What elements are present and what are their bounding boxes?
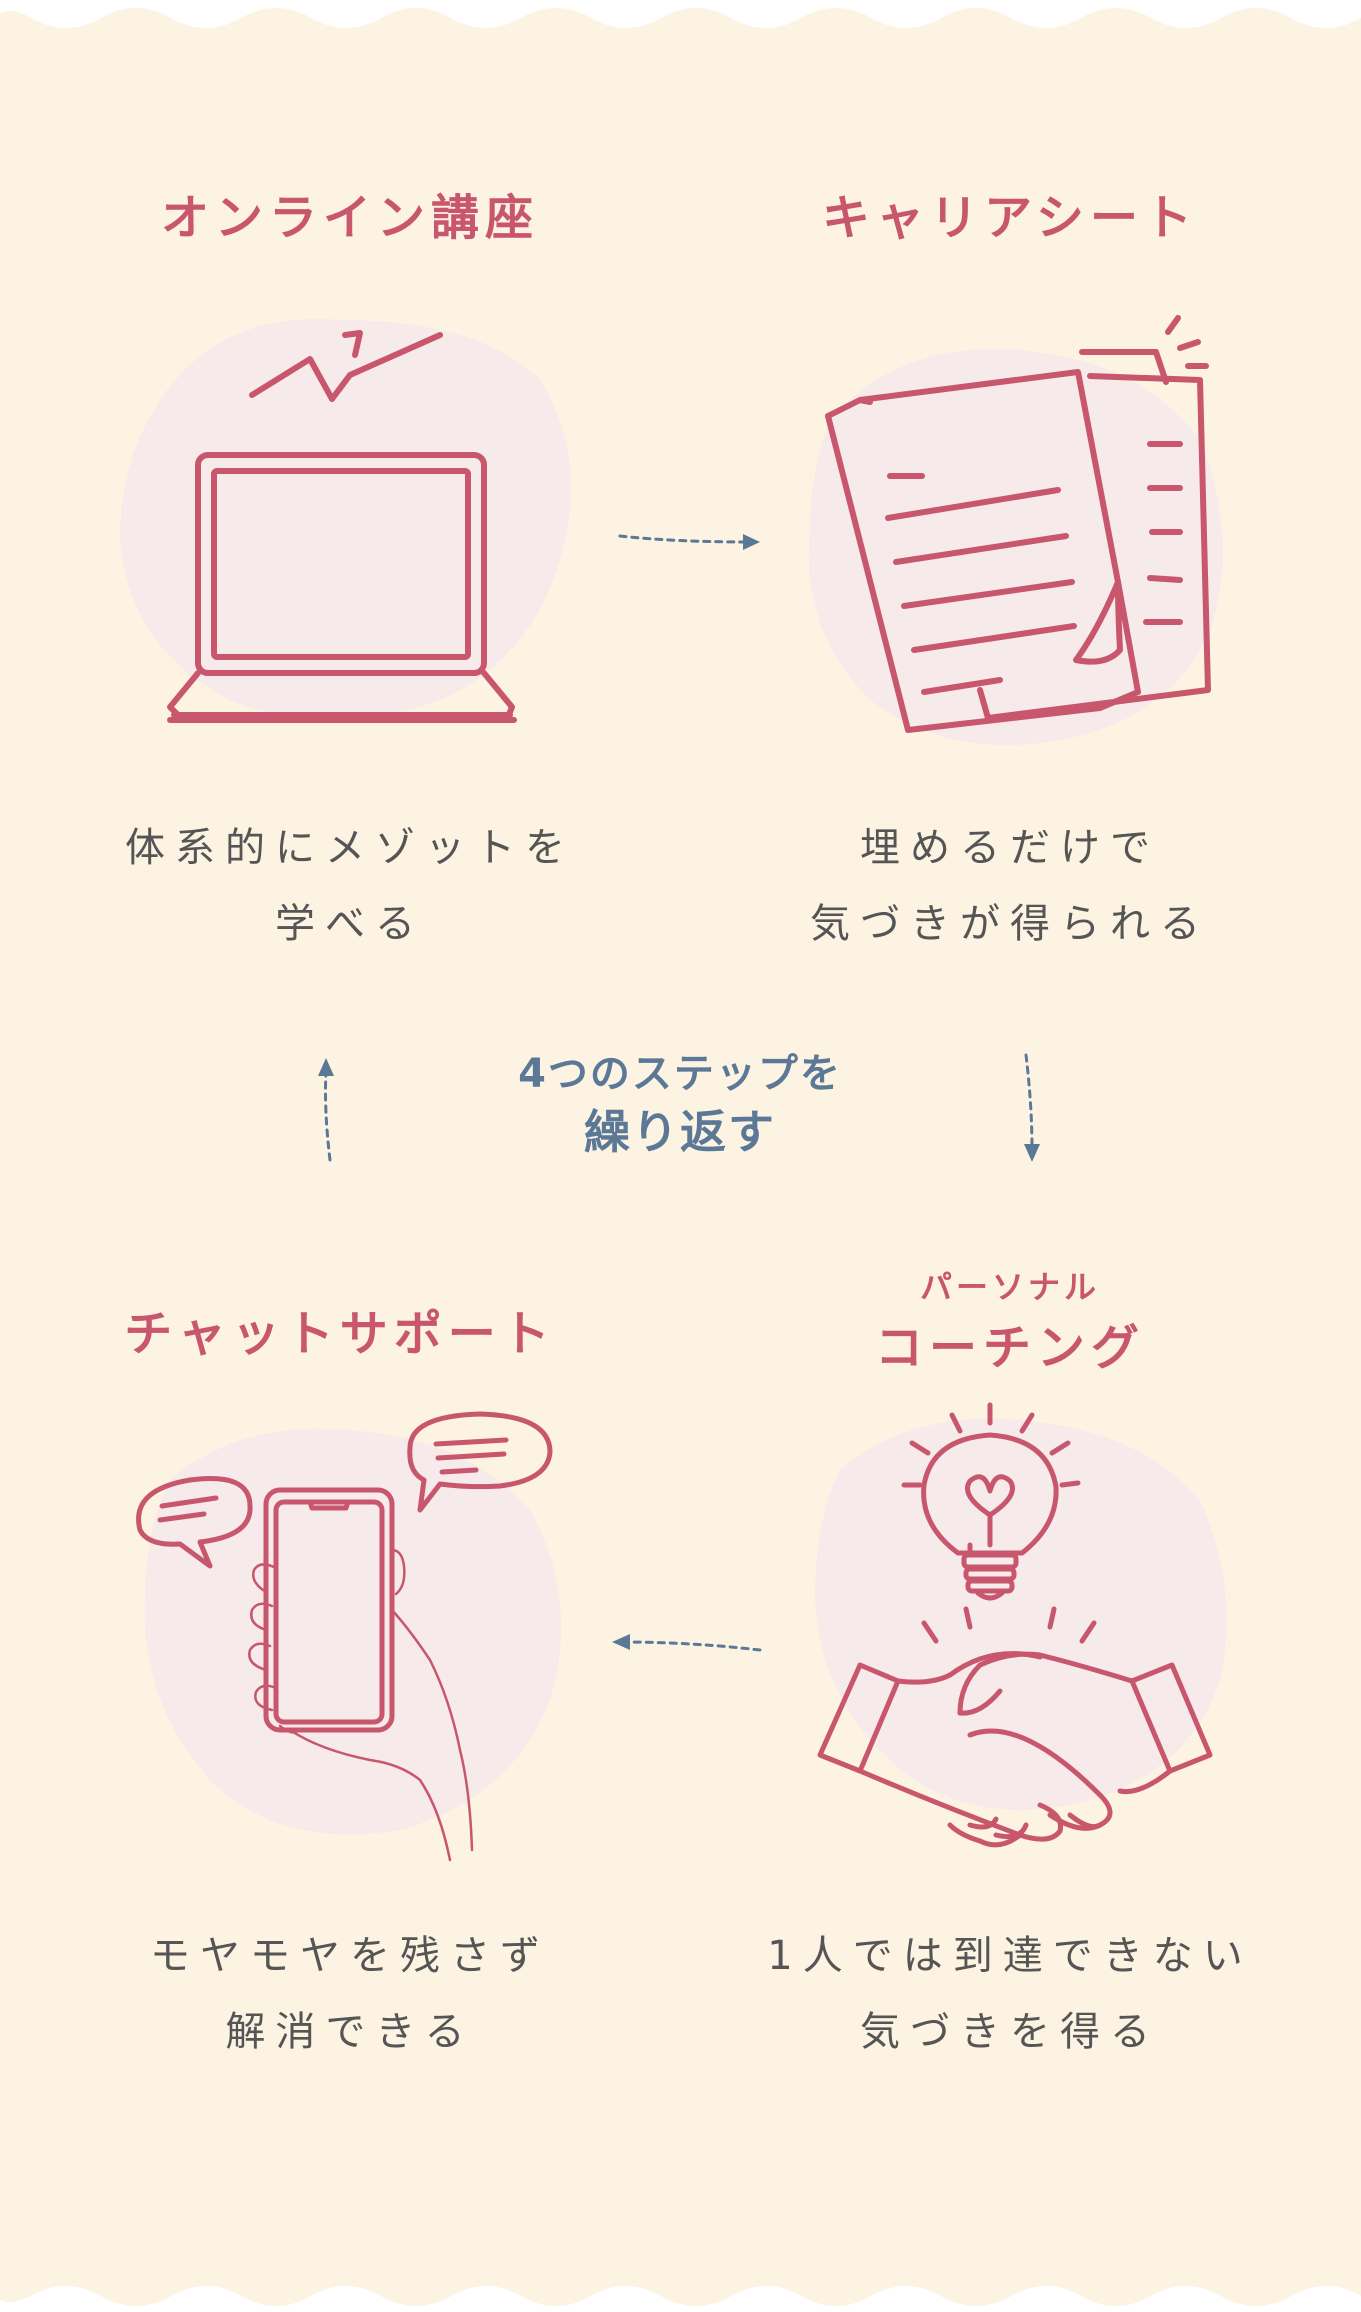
laptop-chart-icon (167, 330, 517, 723)
center-label-line2: 繰り返す (584, 1105, 776, 1159)
career-sheet-desc-line1: 埋めるだけで (860, 825, 1160, 871)
personal-coaching-desc-line1: 1人では到達できない (767, 1933, 1253, 1979)
handshake-lightbulb-icon (817, 1402, 1213, 1848)
blob-personal-coaching (815, 1418, 1227, 1810)
personal-coaching-description: 1人では到達できない 気づきを得る (740, 1918, 1280, 2070)
blob-online-course (120, 319, 572, 720)
smartphone-chat-icon (136, 1411, 553, 1862)
career-sheet-desc-line2: 気づきが得られる (810, 901, 1210, 947)
chat-support-description: モヤモヤを残さず 解消できる (90, 1918, 610, 2070)
arrow-down (1024, 1053, 1040, 1162)
center-label-line1: 4つのステップを (518, 1051, 842, 1097)
chat-support-desc-line1: モヤモヤを残さず (150, 1933, 550, 1979)
documents-icon (825, 315, 1211, 733)
arrow-up (318, 1058, 334, 1162)
online-course-description: 体系的にメゾットを 学べる (100, 810, 600, 962)
online-course-desc-line2: 学べる (275, 901, 425, 947)
personal-coaching-desc-line2: 気づきを得る (860, 2009, 1160, 2055)
center-label: 4つのステップを 繰り返す (480, 1046, 880, 1162)
arrow-right (618, 534, 760, 550)
personal-coaching-subtitle: パーソナル (919, 1268, 1100, 1306)
career-sheet-description: 埋めるだけで 気づきが得られる (760, 810, 1260, 962)
online-course-title: オンライン講座 (160, 190, 539, 246)
personal-coaching-title: コーチング (874, 1320, 1145, 1376)
online-course-desc-line1: 体系的にメゾットを (125, 825, 575, 871)
chat-support-desc-line2: 解消できる (225, 2009, 475, 2055)
career-sheet-title: キャリアシート (821, 190, 1199, 246)
chat-support-title: チャットサポート (124, 1306, 556, 1362)
arrow-left (612, 1634, 762, 1652)
